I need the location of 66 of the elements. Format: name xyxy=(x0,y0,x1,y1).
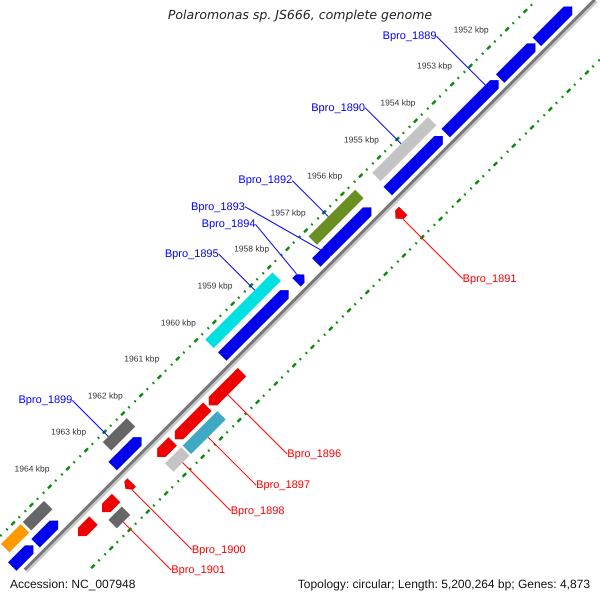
gene-bar xyxy=(22,500,53,531)
scale-tick-label: 1953 kbp xyxy=(417,62,452,71)
scale-tick-label: 1959 kbp xyxy=(197,282,232,291)
gene-bar xyxy=(164,447,190,472)
leader-line xyxy=(72,400,109,437)
leader-line xyxy=(364,107,402,144)
gene-block xyxy=(496,43,536,83)
leader-line xyxy=(122,522,172,571)
leader-line xyxy=(208,436,257,486)
leader-line xyxy=(402,218,464,280)
gene-block xyxy=(174,402,212,440)
scale-tick-label: 1956 kbp xyxy=(307,172,342,181)
gene-block xyxy=(441,80,499,138)
gene-label: Bpro_1898 xyxy=(230,504,285,517)
scale-tick-label: 1958 kbp xyxy=(234,244,270,254)
gene-block xyxy=(108,437,142,470)
gene-block xyxy=(8,545,34,571)
accession-text: Accession: NC_007948 xyxy=(10,577,136,591)
leader-line xyxy=(132,490,192,550)
leader-line xyxy=(436,36,486,86)
gene-label: Bpro_1890 xyxy=(311,102,366,114)
gene-block xyxy=(532,6,572,46)
gene-label: Bpro_1901 xyxy=(171,564,226,576)
scale-tick-label: 1963 kbp xyxy=(51,428,86,437)
gene-label: Bpro_1889 xyxy=(382,30,436,42)
scale-tick-label: 1954 kbp xyxy=(380,98,416,108)
gene-bar xyxy=(308,190,364,245)
gene-block xyxy=(292,274,305,287)
leader-line xyxy=(218,254,256,291)
gene-label: Bpro_1895 xyxy=(164,248,219,260)
gene-label: Bpro_1896 xyxy=(287,448,342,460)
leader-line xyxy=(292,180,329,218)
gene-label: Bpro_1892 xyxy=(238,174,292,186)
scale-tick-label: 1960 kbp xyxy=(160,318,196,328)
gene-label: Bpro_1893 xyxy=(191,200,245,213)
map-title: Polaromonas sp. JS666, complete genome xyxy=(168,7,432,22)
gene-bar xyxy=(0,524,30,552)
gene-block xyxy=(78,516,98,536)
scale-tick-label: 1964 kbp xyxy=(14,464,50,474)
scale-tick-label: 1957 kbp xyxy=(270,208,306,218)
gene-bar xyxy=(102,418,136,451)
gene-label: Bpro_1897 xyxy=(256,479,310,492)
leader-line xyxy=(227,394,288,455)
gene-block xyxy=(31,520,58,548)
gene-label: Bpro_1899 xyxy=(18,394,72,406)
gene-block xyxy=(322,207,372,256)
leader-line xyxy=(254,224,297,274)
gene-label: Bpro_1894 xyxy=(202,218,256,230)
gene-block xyxy=(102,494,120,512)
scale-tick-label: 1961 kbp xyxy=(124,354,160,364)
gene-block xyxy=(157,437,177,457)
gene-block xyxy=(383,136,443,196)
gene-block xyxy=(218,290,289,361)
gene-bar xyxy=(182,411,226,454)
gene-label: Bpro_1900 xyxy=(192,544,246,556)
genome-summary: Topology: circular; Length: 5,200,264 bp; Genes: 4,873 xyxy=(298,577,590,591)
leader-line xyxy=(244,206,321,250)
gene-bar xyxy=(108,506,130,528)
scale-tick-label: 1955 kbp xyxy=(344,135,379,144)
gene-block xyxy=(124,478,136,490)
scale-tick-label: 1952 kbp xyxy=(454,25,489,34)
gene-block xyxy=(395,206,408,220)
gene-label: Bpro_1891 xyxy=(462,272,516,285)
leader-line xyxy=(182,462,232,512)
scale-tick-label: 1962 kbp xyxy=(88,391,123,400)
gene-block xyxy=(208,368,246,406)
